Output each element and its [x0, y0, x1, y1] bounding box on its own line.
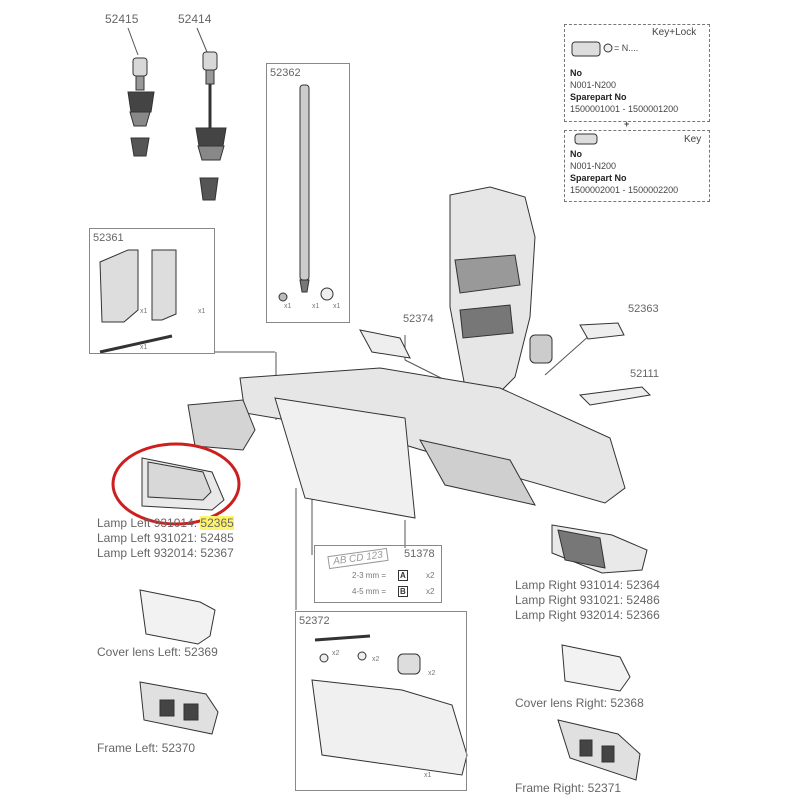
box-52362	[266, 63, 350, 323]
box-52362-number: 52362	[270, 67, 301, 79]
box-52361-number: 52361	[93, 232, 124, 244]
box-51378-row-1: 2-3 mm =	[352, 571, 387, 580]
box-52361-qty-1: x1	[140, 308, 148, 315]
key-sparepart-range: 1500002001 - 1500002200	[570, 185, 679, 195]
cover-lens-left-label: Cover lens Left: 52369	[97, 645, 218, 659]
part-number-52415: 52415	[105, 12, 139, 26]
key-lock-symbol: = N....	[614, 43, 639, 53]
frame-left-label: Frame Left: 52370	[97, 741, 196, 755]
box-52372-qty-1: x2	[332, 650, 340, 657]
box-52362-qty-1: x1	[284, 303, 292, 310]
key-no-range: N001-N200	[570, 161, 617, 171]
key-lock-drawing	[571, 41, 613, 145]
cover-lens-right-part	[561, 644, 631, 692]
box-51378-row-2: 4-5 mm =	[352, 587, 387, 596]
lamp-left-931014-part-highlight: 52365	[200, 516, 234, 530]
brackets-52361	[99, 249, 177, 354]
box-51378	[314, 545, 442, 603]
box-52362-qty-2: x1	[312, 303, 320, 310]
lamp-right-931014: Lamp Right 931014: 52364	[515, 578, 660, 592]
key-title: Key	[684, 134, 702, 145]
box-52372-qty-2: x2	[372, 656, 380, 663]
box-51378-row-2-qty: x2	[426, 587, 435, 596]
key-lock-no-range: N001-N200	[570, 80, 617, 90]
box-51378-number: 51378	[404, 548, 435, 560]
bike-carrier-body	[187, 186, 652, 519]
box-52361-qty-2: x1	[198, 308, 206, 315]
plus-sign: +	[624, 119, 630, 129]
lamp-right-931021: Lamp Right 931021: 52486	[515, 593, 660, 607]
box-52362-qty-3: x1	[333, 303, 341, 310]
cover-lens-left-part	[139, 589, 216, 645]
box-52372-qty-3: x2	[428, 670, 436, 677]
lamp-left-931014-text: Lamp Left 931014:	[97, 516, 201, 530]
lamp-left-931021: Lamp Left 931021: 52485	[97, 531, 234, 545]
part-number-52414: 52414	[178, 12, 212, 26]
frame-right-part	[557, 719, 641, 781]
key-sparepart-label: Sparepart No	[570, 173, 627, 183]
cover-lens-right-label: Cover lens Right: 52368	[515, 696, 644, 710]
box-51378-letter-a: A	[398, 570, 408, 581]
key-box	[564, 130, 710, 202]
box-51378-letter-b: B	[398, 586, 408, 597]
lamp-right-part	[551, 524, 648, 574]
lamp-left-part	[141, 457, 225, 511]
box-51378-row-1-qty: x2	[426, 571, 435, 580]
knob-52415	[127, 57, 155, 157]
lamp-right-932014: Lamp Right 932014: 52366	[515, 608, 660, 622]
key-lock-sparepart-range: 1500001001 - 1500001200	[570, 104, 679, 114]
lamp-left-932014: Lamp Left 932014: 52367	[97, 546, 234, 560]
highlight-circle	[111, 442, 241, 526]
key-lock-title: Key+Lock	[652, 27, 697, 38]
box-52361	[89, 228, 215, 354]
knob-52414	[195, 51, 227, 201]
key-lock-box	[564, 24, 710, 122]
box-52372-number: 52372	[299, 615, 330, 627]
callout-52374: 52374	[403, 313, 434, 325]
box-52372-qty-4: x1	[424, 772, 432, 779]
box-52372	[295, 611, 467, 791]
parts-52372	[311, 634, 468, 776]
key-no-label: No	[570, 149, 582, 159]
frame-right-label: Frame Right: 52371	[515, 781, 622, 795]
strap-52362	[278, 84, 334, 302]
frame-left-part	[139, 681, 219, 735]
callout-52111: 52111	[630, 368, 659, 380]
key-lock-no-label: No	[570, 68, 582, 78]
lamp-left-931014: Lamp Left 931014: 52365	[97, 516, 234, 530]
key-lock-sparepart-label: Sparepart No	[570, 92, 627, 102]
box-52361-qty-3: x1	[140, 344, 148, 351]
callout-52363: 52363	[628, 303, 659, 315]
